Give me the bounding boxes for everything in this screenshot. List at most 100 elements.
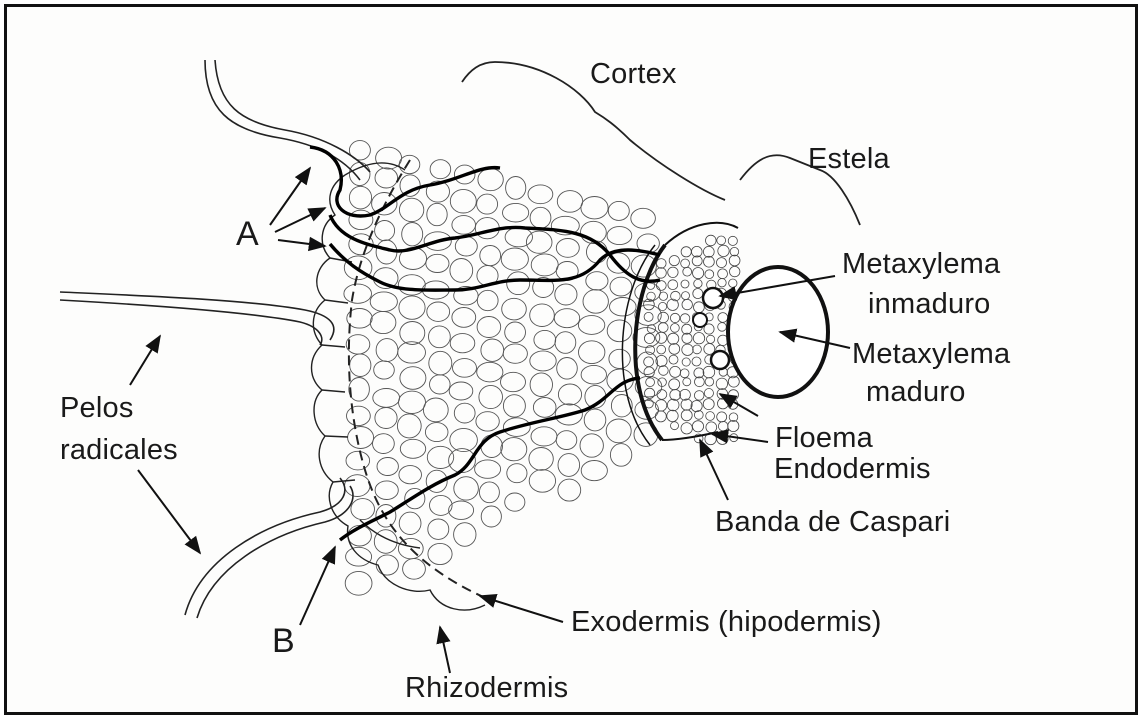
stele-cell <box>691 401 702 412</box>
stele-cell <box>658 312 669 323</box>
stele-cell <box>667 399 679 411</box>
stele-cell <box>729 279 737 287</box>
cortex-cell <box>346 547 372 566</box>
stele-cell <box>668 280 678 290</box>
cortex-cell <box>375 168 398 188</box>
label-metaxylema-maduro-line2: maduro <box>866 378 966 407</box>
label-b: B <box>272 624 295 658</box>
rhizodermis-cells <box>312 163 486 610</box>
stele-cell <box>669 379 680 390</box>
stele-cell <box>658 323 668 333</box>
cortex-cell <box>454 403 475 423</box>
cortex-cell <box>530 373 552 397</box>
cortex-cell <box>349 378 370 402</box>
cortex-cell <box>529 448 553 471</box>
cortex-cell <box>350 354 371 377</box>
stele-cell <box>718 398 729 409</box>
cortex-cell <box>583 290 608 314</box>
stele-cell <box>644 367 654 377</box>
stele-cell <box>706 422 717 433</box>
immature-metaxylem <box>711 351 729 369</box>
cortex-cell <box>533 398 556 418</box>
cortex-cell <box>453 359 477 378</box>
stele-cell <box>718 323 727 332</box>
cortex-cell <box>557 358 578 380</box>
cortex-cell <box>373 389 400 408</box>
cortex-cell <box>376 339 398 362</box>
stele-cell <box>706 412 715 421</box>
cortex-cell <box>580 434 603 457</box>
stele-cell <box>657 390 667 400</box>
cortex-cell <box>347 406 371 425</box>
cortex-cell <box>479 482 499 503</box>
cortex-cell <box>606 419 631 443</box>
cortex-cell <box>609 349 630 368</box>
cortex-cell <box>555 284 577 305</box>
stele-cell <box>644 333 654 343</box>
label-metaxylema-inmaduro-line1: Metaxylema <box>842 250 1000 279</box>
stele-cell <box>655 411 666 422</box>
cortex-cell <box>449 382 473 400</box>
stele-cell <box>728 390 738 400</box>
stele-cell <box>656 332 667 343</box>
pathway-a2 <box>330 215 660 281</box>
stele-cell <box>680 369 689 378</box>
cortex-cell <box>530 304 555 327</box>
cortex-cell <box>429 326 451 348</box>
cortex-cell <box>477 290 498 310</box>
cortex-cell <box>481 339 504 361</box>
label-estela: Estela <box>808 145 890 174</box>
cortex-cell <box>558 479 581 501</box>
cortex-cell <box>505 322 526 343</box>
cortex-cell <box>400 322 425 345</box>
stele-cell <box>644 357 654 367</box>
cortex-cell <box>558 454 580 477</box>
cortex-cell <box>375 481 398 500</box>
cortex-cell <box>397 414 421 438</box>
cortex-cell <box>450 259 473 283</box>
stele-cell <box>680 389 691 400</box>
cortex-cell <box>425 423 448 442</box>
stele-cell <box>703 399 714 410</box>
stele-cell <box>717 412 727 422</box>
cortex-cell <box>558 384 581 405</box>
cortex-cell <box>399 198 423 221</box>
stele-cell <box>718 269 728 279</box>
stele-cell <box>703 366 715 378</box>
stele-cell <box>695 377 705 387</box>
stele-cell <box>730 266 740 276</box>
cortex-cell <box>501 248 528 270</box>
cortex-cell <box>578 316 604 335</box>
cortex-cell <box>398 275 425 295</box>
stele-cell <box>669 256 679 266</box>
stele-cell <box>694 279 702 287</box>
cortex-cell <box>534 330 556 349</box>
cortex-cell <box>479 385 503 408</box>
cortex-cell <box>349 162 370 185</box>
cortex-cell <box>376 555 398 575</box>
immature-metaxylem <box>693 313 707 327</box>
stele-cell <box>716 378 727 389</box>
stele-cell <box>667 410 678 421</box>
pathway-b <box>340 378 640 540</box>
cortex-cell <box>455 237 477 256</box>
stele-cell <box>694 411 703 420</box>
cortex-cell <box>449 501 474 519</box>
stele-cell <box>669 344 680 355</box>
stele-cell <box>670 390 681 401</box>
cortex-cell <box>506 177 526 200</box>
cortex-cell <box>344 284 372 303</box>
cortex-cell <box>610 298 637 316</box>
cortex-cell <box>610 277 632 296</box>
stele-cell <box>682 333 692 343</box>
cortex-cell <box>481 506 501 527</box>
stele-cell <box>683 378 691 386</box>
cortex-cell <box>450 428 478 451</box>
cortex-cell <box>581 197 608 219</box>
stele-cell <box>717 258 727 268</box>
stele-cell <box>667 299 678 310</box>
cortex-cell <box>403 559 426 580</box>
cortex-cell <box>377 458 398 476</box>
cortex-cell <box>399 391 426 413</box>
stele-cell <box>705 270 714 279</box>
